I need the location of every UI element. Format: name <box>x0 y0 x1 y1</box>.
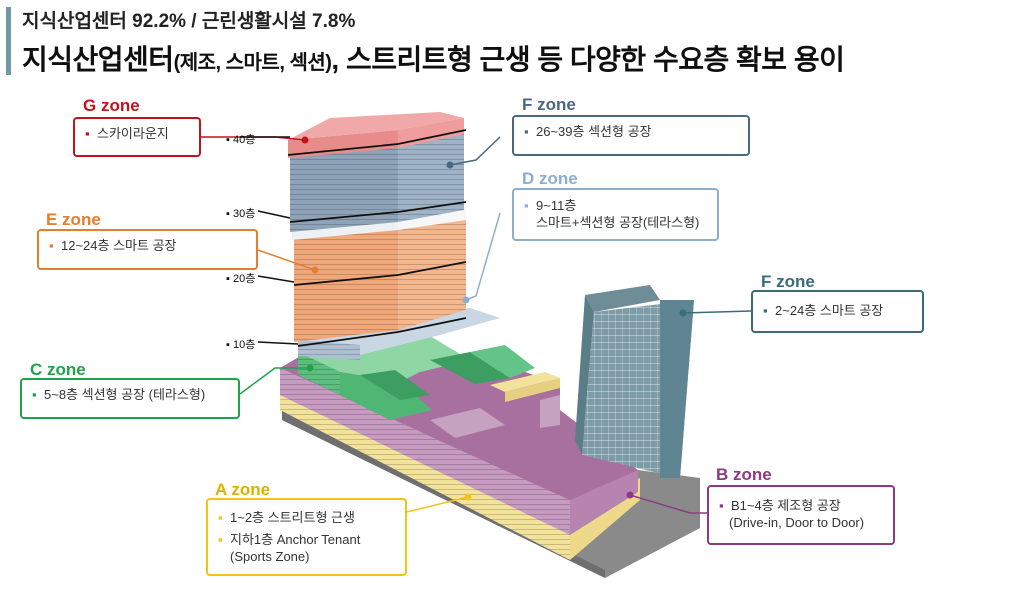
floor-label-30: ▪ 30층 <box>226 208 256 220</box>
header-accent-bar <box>6 7 11 75</box>
tower-f2-zone <box>575 285 694 478</box>
zone-c-title: C zone <box>30 360 86 379</box>
zone-a-box: ▪ 1~2층 스트리트형 근생 ▪ 지하1층 Anchor Tenant (Spor… <box>206 498 407 576</box>
floor-label-30-text: 30층 <box>232 208 256 220</box>
zone-e-box: ▪ 12~24층 스마트 공장 <box>37 229 258 270</box>
zone-a-text-3: (Sports Zone) <box>230 549 310 564</box>
bullet-icon: ▪ <box>719 498 724 513</box>
floor-label-20: ▪ 20층 <box>226 273 256 285</box>
floor-label-20-text: 20층 <box>232 273 256 285</box>
tower-g-zone <box>288 112 464 158</box>
zone-e-line-1: ▪ 12~24층 스마트 공장 <box>49 237 246 254</box>
zone-g-title: G zone <box>83 96 140 115</box>
zone-b-box: ▪ B1~4층 제조형 공장 (Drive-in, Door to Door) <box>707 485 895 545</box>
bullet-icon: ▪ <box>85 126 90 141</box>
zone-e-text-1: 12~24층 스마트 공장 <box>61 238 177 253</box>
zone-a-line-2: ▪ 지하1층 Anchor Tenant <box>218 531 395 548</box>
floor-label-40: ▪ 40층 <box>226 134 256 146</box>
tower-f-zone <box>290 126 464 232</box>
page-title: 지식산업센터(제조, 스마트, 섹션), 스트리트형 근생 등 다양한 수요층 … <box>22 38 845 78</box>
zone-f2-line-1: ▪ 2~24층 스마트 공장 <box>763 302 912 319</box>
title-paren: (제조, 스마트, 섹션) <box>173 52 332 74</box>
floor-label-10: ▪ 10층 <box>226 339 256 351</box>
bullet-icon: ▪ <box>218 510 223 525</box>
zone-d-box: ▪ 9~11층 스마트+섹션형 공장(테라스형) <box>512 188 719 241</box>
zone-f-line-1: ▪ 26~39층 섹션형 공장 <box>524 123 738 140</box>
zone-d-line-1: ▪ 9~11층 <box>524 197 707 214</box>
tower-e-zone <box>294 212 466 342</box>
zone-a-text-2: 지하1층 Anchor Tenant <box>230 532 361 547</box>
zone-f2-box: ▪ 2~24층 스마트 공장 <box>751 290 924 333</box>
zone-b-title: B zone <box>716 465 772 484</box>
leader-dots <box>301 136 687 501</box>
title-main-b: , 스트리트형 근생 등 다양한 수요층 확보 용이 <box>331 44 845 75</box>
page-subtitle: 지식산업센터 92.2% / 근린생활시설 7.8% <box>22 11 356 32</box>
bullet-icon: ▪ <box>524 124 529 139</box>
floor-label-10-text: 10층 <box>232 339 256 351</box>
bullet-icon: ▪ <box>49 238 54 253</box>
zone-a-line-3: (Sports Zone) <box>218 548 395 565</box>
zone-f-text-1: 26~39층 섹션형 공장 <box>536 124 652 139</box>
zone-f2-title: F zone <box>761 272 815 291</box>
zone-c-line-1: ▪ 5~8층 섹션형 공장 (테라스형) <box>32 386 228 403</box>
zone-a-title: A zone <box>215 480 271 499</box>
zone-g-box: ▪ 스카이라운지 <box>73 117 201 157</box>
zone-g-text-1: 스카이라운지 <box>97 126 169 141</box>
zone-g-line-1: ▪ 스카이라운지 <box>85 125 189 142</box>
zone-a-line-1: ▪ 1~2층 스트리트형 근생 <box>218 509 395 526</box>
zone-c-text-1: 5~8층 섹션형 공장 (테라스형) <box>44 387 206 402</box>
zone-d-title: D zone <box>522 169 578 188</box>
zone-f2-text-1: 2~24층 스마트 공장 <box>775 303 884 318</box>
bullet-icon: ▪ <box>32 387 37 402</box>
bullet-icon: ▪ <box>524 198 529 213</box>
tower-level-lines <box>287 129 467 347</box>
title-main-a: 지식산업센터 <box>22 44 174 75</box>
zone-b-text-1: B1~4층 제조형 공장 <box>731 498 841 513</box>
zone-b-text-2: (Drive-in, Door to Door) <box>729 515 865 530</box>
zone-d-line-2: 스마트+섹션형 공장(테라스형) <box>524 214 707 231</box>
zone-f-box: ▪ 26~39층 섹션형 공장 <box>512 115 750 156</box>
zone-a-text-1: 1~2층 스트리트형 근생 <box>230 510 355 525</box>
zone-d-text-1: 9~11층 <box>536 198 577 213</box>
zone-b-line-1: ▪ B1~4층 제조형 공장 <box>719 497 883 514</box>
bullet-icon: ▪ <box>763 303 768 318</box>
zone-d-text-2: 스마트+섹션형 공장(테라스형) <box>536 215 700 230</box>
leader-lines <box>201 136 752 514</box>
zone-b-line-2: (Drive-in, Door to Door) <box>719 514 883 531</box>
terrace-c-zone <box>298 330 535 420</box>
zone-f-title: F zone <box>522 95 576 114</box>
zone-e-title: E zone <box>46 210 101 229</box>
zone-c-box: ▪ 5~8층 섹션형 공장 (테라스형) <box>20 378 240 419</box>
bullet-icon: ▪ <box>218 532 223 547</box>
floor-label-40-text: 40층 <box>232 134 256 146</box>
